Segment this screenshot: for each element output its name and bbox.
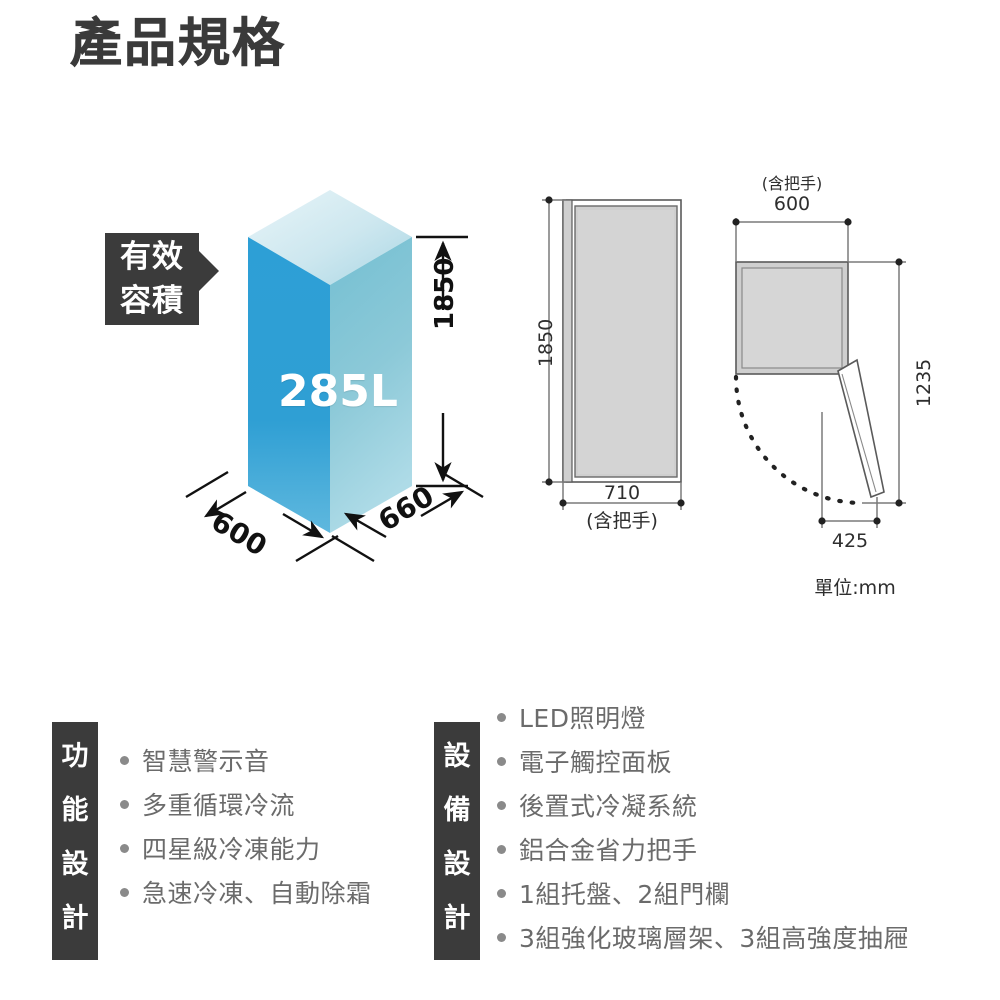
equipment-design-list: LED照明燈 電子觸控面板 後置式冷凝系統 鋁合金省力把手 1組托盤、2組門欄 … [497,695,909,959]
equipment-design-char-3: 設 [443,849,471,880]
equipment-design-char-2: 備 [443,795,471,826]
function-design-char-1: 功 [61,741,89,772]
function-design-list: 智慧警示音 多重循環冷流 四星級冷凍能力 急速冷凍、自動除霜 [120,738,372,914]
function-design-char-4: 計 [61,903,89,934]
door-swing-arc [733,374,865,506]
front-width-label: 710 [603,482,641,504]
top-view-open-door [837,358,885,499]
list-item-label: 四星級冷凍能力 [142,835,321,864]
list-item: 多重循環冷流 [120,782,372,826]
badge-line-1: 有效 [120,239,184,275]
equipment-design-char-4: 計 [443,903,471,934]
dim-endpoint [559,499,567,507]
iso-height-dimension [416,235,468,488]
bullet-icon [120,799,129,809]
bullet-icon [497,712,506,722]
list-item: 鋁合金省力把手 [497,827,909,871]
badge-line-2: 容積 [120,283,184,319]
bullet-icon [497,844,506,854]
front-height-label: 1850 [535,318,558,368]
function-design-label: 功 能 設 計 [52,722,98,960]
list-item-label: LED照明燈 [519,704,646,733]
bullet-icon [497,888,506,898]
front-view-side-strip [562,199,573,483]
list-item: 後置式冷凝系統 [497,783,909,827]
box-front-face [248,237,330,533]
list-item: 智慧警示音 [120,738,372,782]
bullet-icon [120,755,129,765]
iso-depth-dimension [331,470,484,563]
list-item: 1組托盤、2組門欄 [497,871,909,915]
iso-width-dimension [185,470,339,563]
features-section: 功 能 設 計 智慧警示音 多重循環冷流 四星級冷凍能力 急速冷凍、自動除霜 [0,690,1000,980]
page-title: 產品規格 [70,14,287,74]
list-item-label: 急速冷凍、自動除霜 [142,879,372,908]
equipment-design-char-1: 設 [443,741,471,772]
dim-endpoint [545,478,553,486]
list-item-label: 鋁合金省力把手 [519,836,698,865]
iso-box-body [248,190,412,533]
list-item: 電子觸控面板 [497,739,909,783]
top-width-label: 600 [773,193,811,215]
bullet-icon [120,887,129,897]
front-view-drawing [562,199,682,483]
bullet-icon [497,932,506,942]
top-width-dimension [735,218,849,262]
dim-endpoint [677,499,685,507]
list-item-label: 智慧警示音 [142,747,270,776]
bullet-icon [497,800,506,810]
bullet-icon [120,843,129,853]
list-item-label: 多重循環冷流 [142,791,296,820]
list-item: 急速冷凍、自動除霜 [120,870,372,914]
dim-endpoint [895,258,903,266]
list-item-label: 1組托盤、2組門欄 [519,880,731,909]
top-view-inner [741,267,843,369]
dim-endpoint [732,218,740,226]
front-width-note: (含把手) [586,510,658,532]
iso-height-label: 1850 [430,257,460,330]
box-top-face [248,190,412,285]
list-item: 3組強化玻璃層架、3組高強度抽屜 [497,915,909,959]
top-view-drawing [733,261,885,506]
dim-endpoint [545,196,553,204]
list-item-label: 後置式冷凝系統 [519,792,698,821]
list-item: LED照明燈 [497,695,909,739]
list-item-label: 電子觸控面板 [519,748,673,777]
function-design-char-2: 能 [61,795,89,826]
list-item: 四星級冷凍能力 [120,826,372,870]
dim-endpoint [895,499,903,507]
dim-endpoint [844,218,852,226]
function-design-char-3: 設 [61,849,89,880]
equipment-design-label: 設 備 設 計 [434,722,480,960]
volume-label: 285L [278,366,398,417]
door-projection-label: 425 [831,530,869,552]
unit-note: 單位:mm [814,577,896,599]
top-width-note: (含把手) [761,174,823,193]
bullet-icon [497,756,506,766]
effective-capacity-badge: 有效 容積 [105,233,219,325]
list-item-label: 3組強化玻璃層架、3組高強度抽屜 [519,924,909,953]
dim-endpoint [818,517,826,525]
top-depth-label: 1235 [913,358,936,408]
dim-endpoint [873,517,881,525]
box-side-face [330,237,412,533]
